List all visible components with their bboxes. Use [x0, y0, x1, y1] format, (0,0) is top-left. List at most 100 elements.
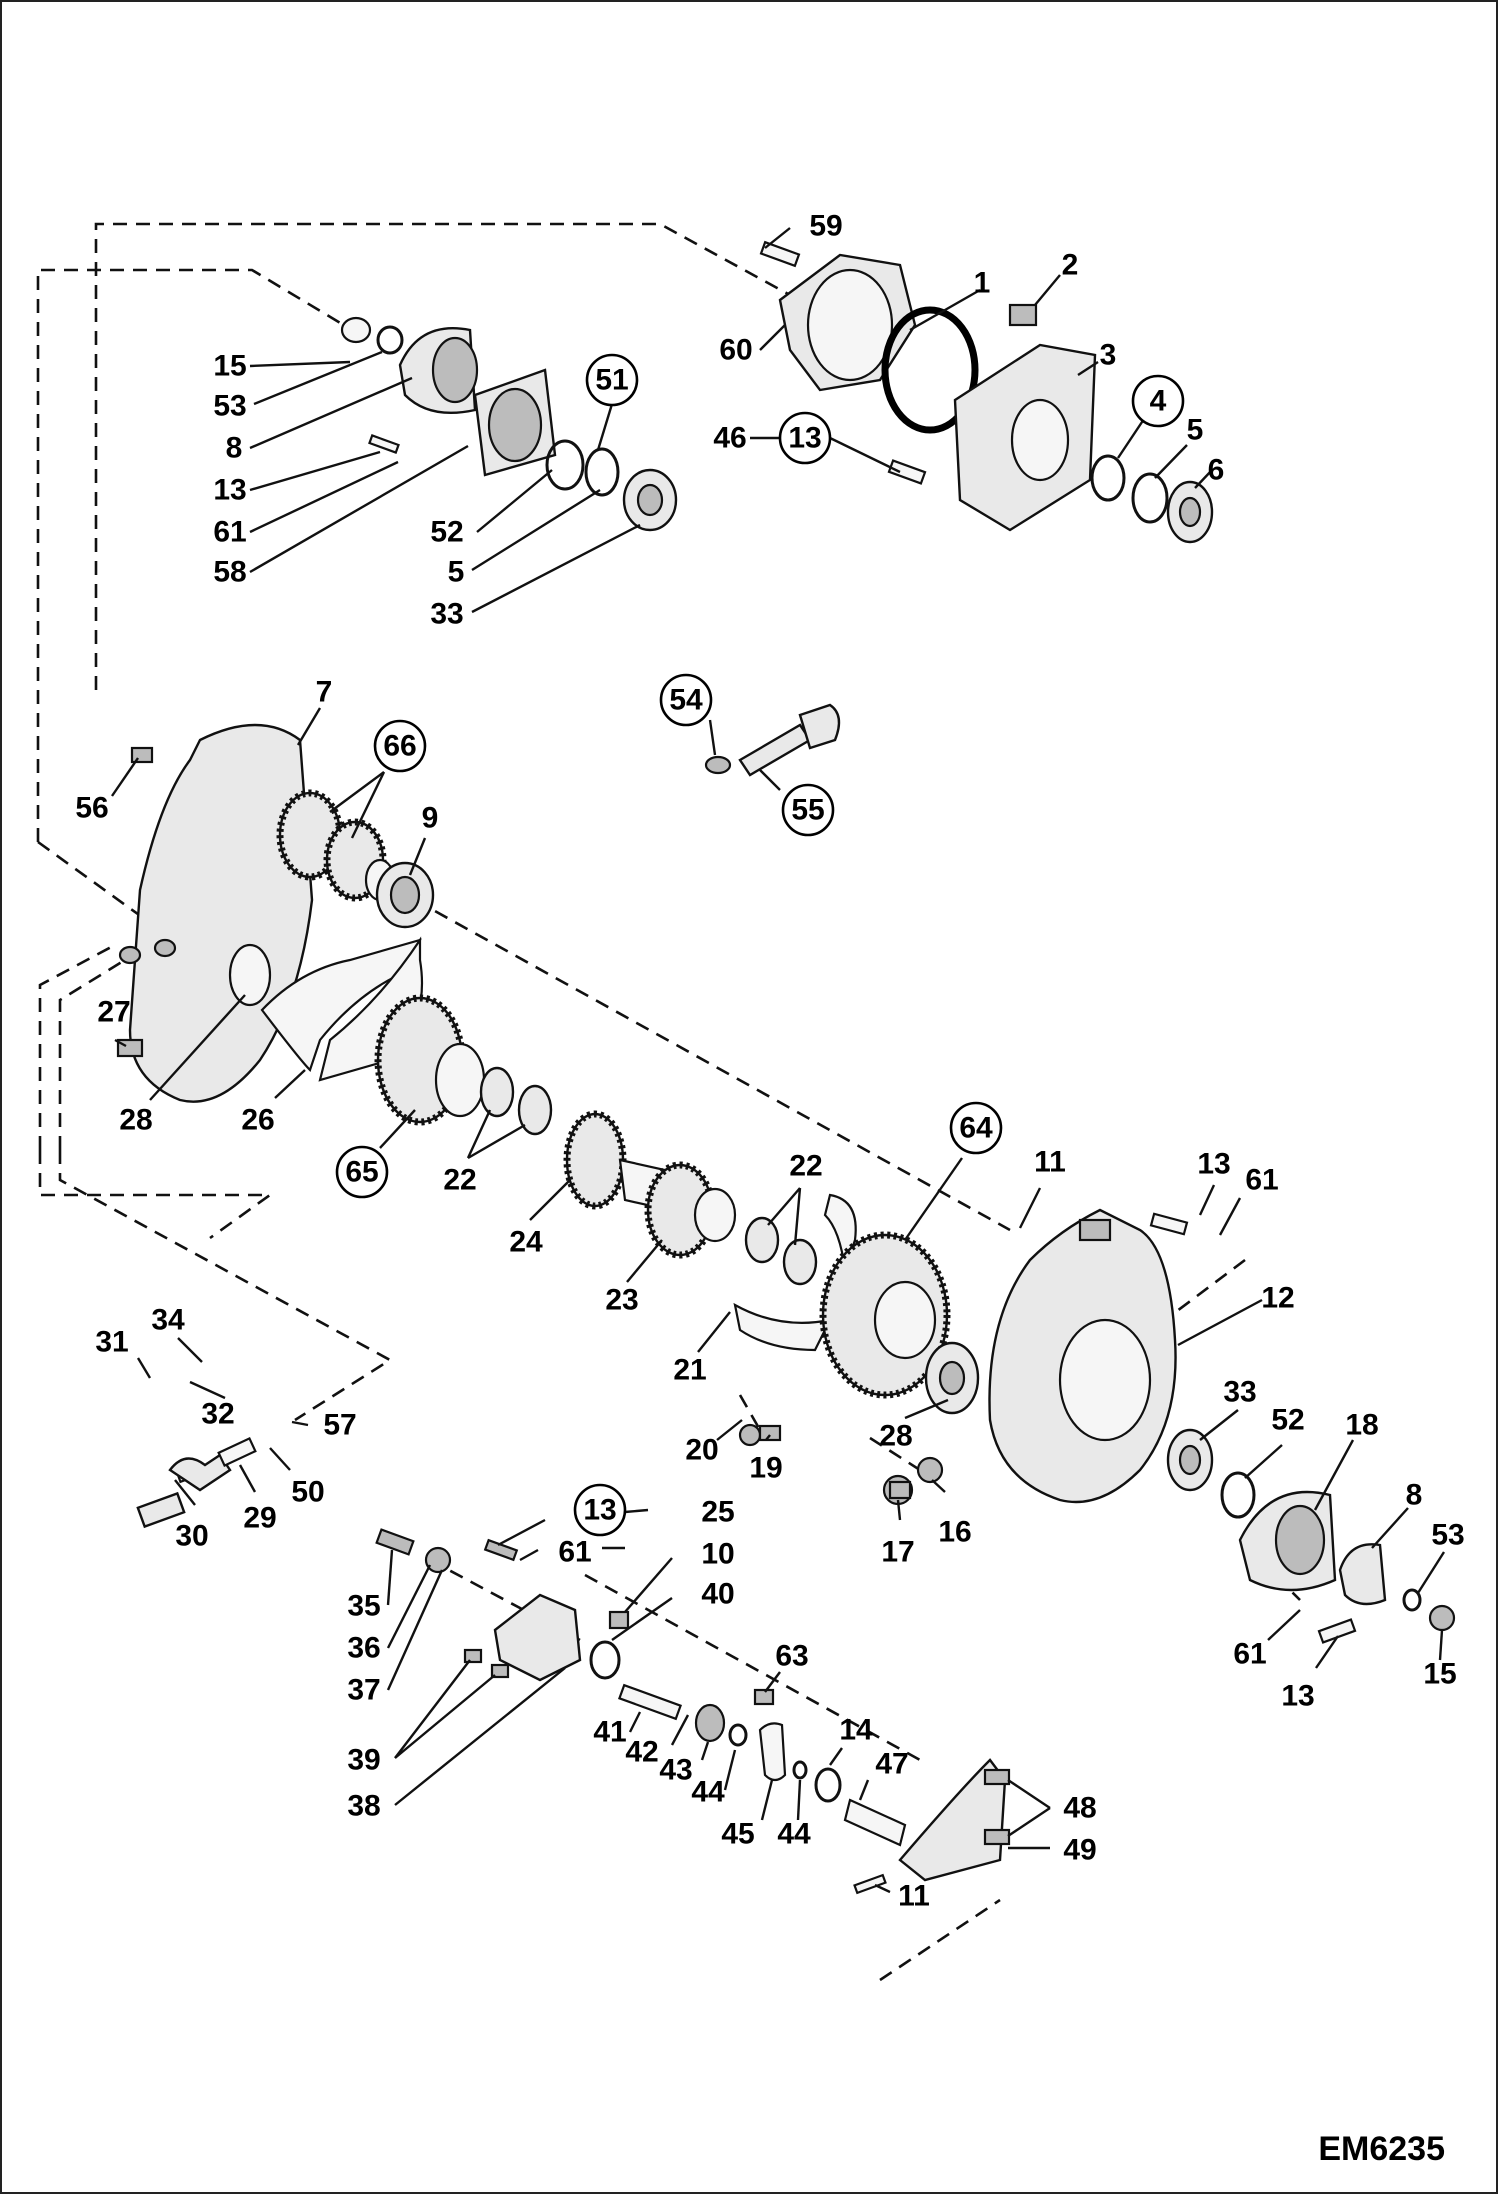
callout-49: 49: [1063, 1834, 1096, 1867]
callout-12: 12: [1261, 1282, 1294, 1315]
callout-54: 54: [669, 684, 703, 717]
callout-10: 10: [701, 1538, 734, 1571]
callout-58: 58: [213, 556, 246, 589]
valve-block-assembly: [375, 1528, 1011, 1895]
callout-28-right: 28: [879, 1420, 912, 1453]
leader-lines: [111, 227, 1446, 1894]
callout-21: 21: [673, 1354, 706, 1387]
callout-32: 32: [201, 1398, 234, 1431]
callout-57: 57: [323, 1409, 356, 1442]
callout-13-top: 13: [788, 422, 821, 455]
left-housing-7: [116, 723, 314, 1103]
callout-55: 55: [791, 794, 824, 827]
callout-51: 51: [595, 364, 628, 397]
callout-22-right: 22: [789, 1150, 822, 1183]
callout-13-right-bottom: 13: [1281, 1680, 1314, 1713]
callout-34: 34: [151, 1304, 185, 1337]
callout-61-right-top: 61: [1245, 1164, 1278, 1197]
callout-42: 42: [625, 1736, 658, 1769]
callout-63: 63: [775, 1640, 808, 1673]
callout-59: 59: [809, 210, 842, 243]
circled-badges: [335, 353, 1185, 1537]
callout-13-valve: 13: [583, 1494, 616, 1527]
callout-11-bottom: 11: [898, 1880, 930, 1913]
callout-13-right-top: 13: [1197, 1148, 1230, 1181]
callout-2: 2: [1062, 249, 1079, 282]
callout-50: 50: [291, 1476, 324, 1509]
callout-61-right-bottom: 61: [1233, 1638, 1266, 1671]
callout-33-top: 33: [430, 598, 463, 631]
callout-24: 24: [509, 1226, 543, 1259]
callout-23: 23: [605, 1284, 638, 1317]
callout-41: 41: [593, 1716, 626, 1749]
bearings-22-and-baffle-21: [733, 1193, 857, 1352]
right-housing-12: [988, 1208, 1177, 1504]
callout-22-left: 22: [443, 1164, 476, 1197]
pressure-fitting: [704, 703, 841, 777]
callout-28-left: 28: [119, 1104, 152, 1137]
callout-4: 4: [1150, 385, 1167, 418]
drawing-reference-code: EM6235: [1318, 2130, 1445, 2168]
callout-61-top: 61: [213, 516, 246, 549]
callout-11-top: 11: [1034, 1146, 1066, 1179]
callout-38: 38: [347, 1790, 380, 1823]
callout-52-top: 52: [430, 516, 463, 549]
upper-right-cover-assembly: [759, 240, 1214, 544]
callout-15-right: 15: [1423, 1658, 1456, 1691]
callout-56: 56: [75, 792, 108, 825]
callout-45: 45: [721, 1818, 754, 1851]
callout-29: 29: [243, 1502, 276, 1535]
callout-17: 17: [881, 1536, 914, 1569]
callout-43: 43: [659, 1754, 692, 1787]
callout-39: 39: [347, 1744, 380, 1777]
callout-36: 36: [347, 1632, 380, 1665]
callout-15-top: 15: [213, 350, 246, 383]
callout-3: 3: [1100, 339, 1117, 372]
callout-27: 27: [97, 996, 130, 1029]
callout-44-right: 44: [777, 1818, 811, 1851]
callout-31: 31: [95, 1326, 128, 1359]
callout-18: 18: [1345, 1409, 1378, 1442]
callout-9: 9: [422, 802, 439, 835]
gear-65-and-bearings: [374, 994, 553, 1136]
callout-35: 35: [347, 1590, 380, 1623]
callout-60: 60: [719, 334, 752, 367]
callout-64: 64: [959, 1112, 993, 1145]
callout-5-left: 5: [448, 556, 465, 589]
callout-13-left: 13: [213, 474, 246, 507]
callout-25: 25: [701, 1496, 734, 1529]
callout-52-right: 52: [1271, 1404, 1304, 1437]
upper-left-flange-assembly: [340, 316, 678, 532]
gear-66-shaft: [276, 789, 435, 929]
callout-30: 30: [175, 1520, 208, 1553]
callout-26: 26: [241, 1104, 274, 1137]
callout-40: 40: [701, 1578, 734, 1611]
callout-8-right: 8: [1406, 1479, 1423, 1512]
callout-37: 37: [347, 1674, 380, 1707]
callout-1: 1: [974, 267, 991, 300]
gear-shaft-23-24: [563, 1110, 737, 1259]
callout-53-right: 53: [1431, 1519, 1464, 1552]
callout-5-top: 5: [1187, 414, 1204, 447]
callout-6: 6: [1208, 454, 1225, 487]
callout-7: 7: [316, 676, 333, 709]
callout-16: 16: [938, 1516, 971, 1549]
callout-20: 20: [685, 1434, 718, 1467]
callout-33-right: 33: [1223, 1376, 1256, 1409]
callout-65: 65: [345, 1156, 378, 1189]
callout-61-valve: 61: [558, 1536, 591, 1569]
callout-19: 19: [749, 1452, 782, 1485]
callout-48: 48: [1063, 1792, 1096, 1825]
callout-44-left: 44: [691, 1776, 725, 1809]
callout-labels: 59 60 1 2 3 4 5 6 46 13 15 53 8 13 61 58…: [75, 210, 1464, 1913]
callout-46: 46: [713, 422, 746, 455]
right-flange-assembly: [1149, 1212, 1456, 1644]
gear-64-and-seal-28: [819, 1231, 980, 1415]
callout-53-top: 53: [213, 390, 246, 423]
drain-fittings-left: [136, 1423, 944, 1529]
assembly-dashed-lines: [36, 222, 1301, 1982]
callout-8-top: 8: [226, 432, 243, 465]
callout-66: 66: [383, 730, 416, 763]
